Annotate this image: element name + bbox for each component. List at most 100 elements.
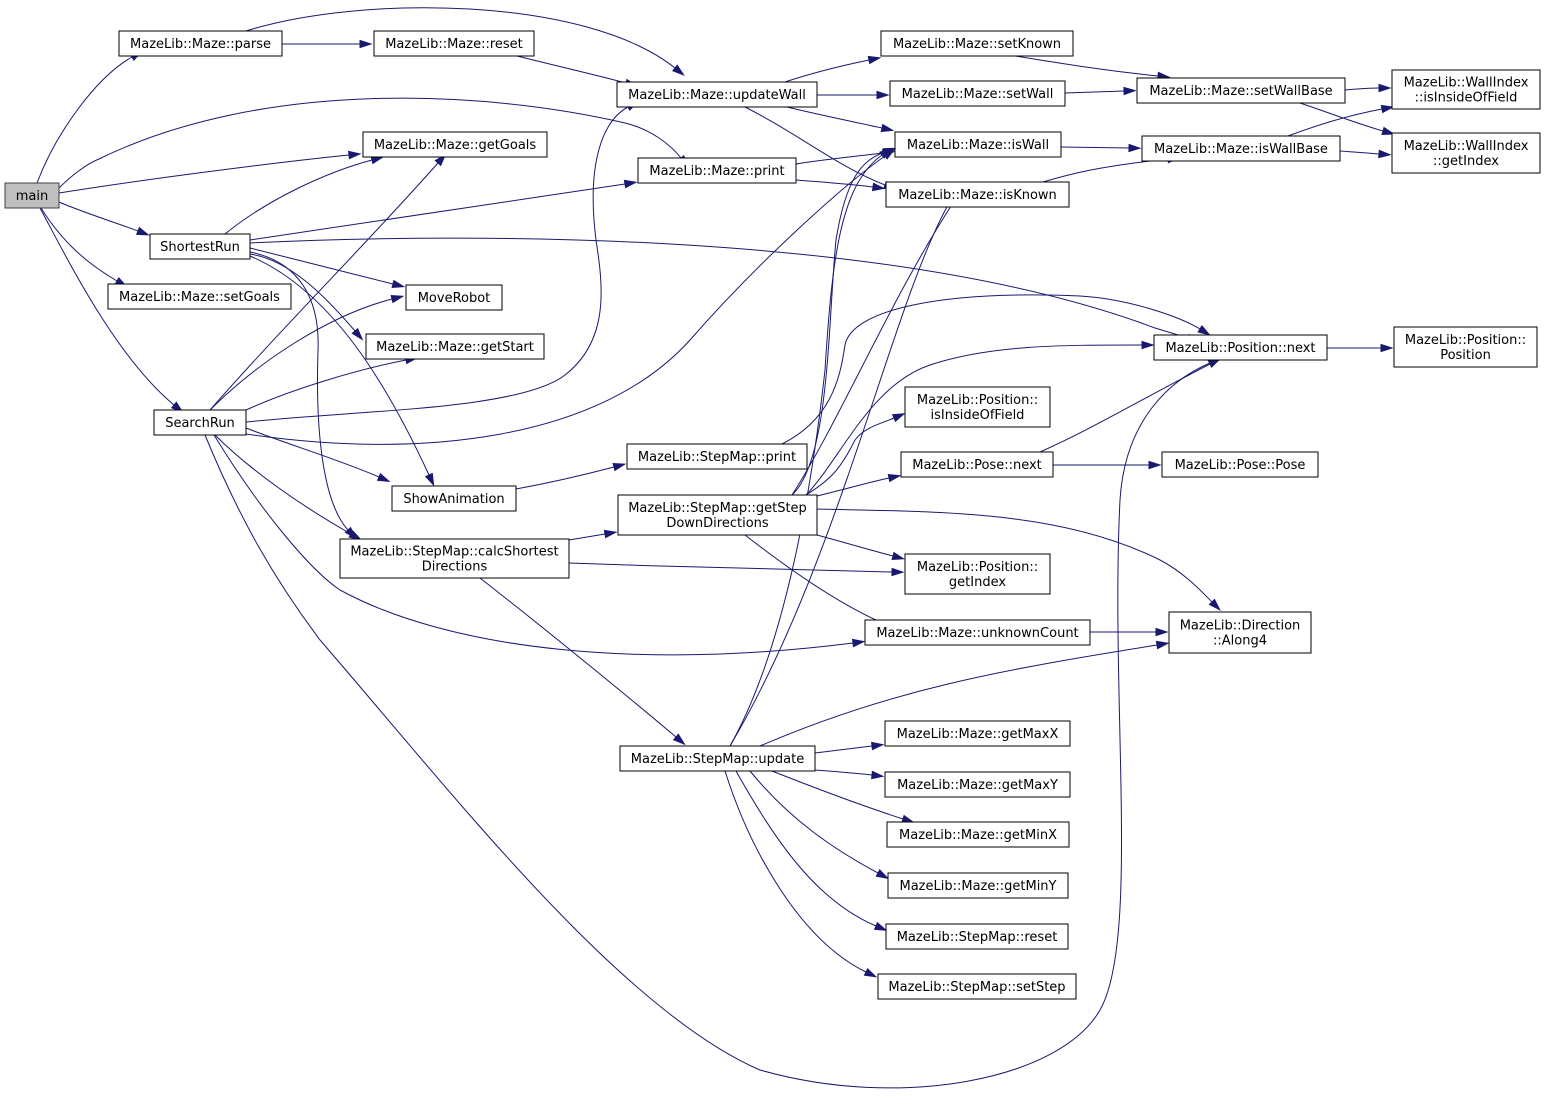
edge-line [249,183,626,241]
node-label: MazeLib::StepMap::setStep [888,980,1065,995]
node-pos_getIndex[interactable]: MazeLib::Position::getIndex [904,553,1051,595]
node-ShortestRun[interactable]: ShortestRun [149,233,251,260]
node-getMaxY[interactable]: MazeLib::Maze::getMaxY [884,771,1071,798]
node-label: MazeLib::StepMap::calcShortest [350,545,558,560]
node-setStep[interactable]: MazeLib::StepMap::setStep [877,973,1077,1000]
edge-getStepDown-to-pose_next [816,473,902,497]
node-label: MazeLib::StepMap::reset [897,930,1058,945]
node-maze_print[interactable]: MazeLib::Maze::print [637,157,797,184]
node-maze_reset[interactable]: MazeLib::Maze::reset [373,30,535,57]
node-getMinX[interactable]: MazeLib::Maze::getMinX [886,821,1070,848]
node-updateWall[interactable]: MazeLib::Maze::updateWall [616,81,818,108]
node-unknownCount[interactable]: MazeLib::Maze::unknownCount [864,619,1091,646]
node-label: MazeLib::StepMap::update [631,752,804,767]
node-pose_next[interactable]: MazeLib::Pose::next [900,451,1054,478]
node-getStart[interactable]: MazeLib::Maze::getStart [365,333,545,360]
edge-line [749,770,879,874]
node-parse[interactable]: MazeLib::Maze::parse [118,30,283,57]
arrowhead-icon [867,55,882,65]
edge-maze_print-to-isWall [795,148,896,165]
node-pos_isInside[interactable]: MazeLib::Position::isInsideOfField [904,386,1051,428]
node-setGoals[interactable]: MazeLib::Maze::setGoals [107,283,292,310]
edge-ShowAnimation-to-stepmap_print [515,462,627,490]
edge-parse-to-updateWall [245,7,685,76]
arrowhead-icon [391,279,406,289]
arrowhead-icon [1123,86,1137,96]
arrowhead-icon [1380,343,1394,353]
node-getMinY[interactable]: MazeLib::Maze::getMinY [887,872,1069,899]
node-pos_ctor[interactable]: MazeLib::Position::Position [1393,326,1538,368]
edge-line [1039,363,1211,453]
arrowhead-icon [880,123,895,133]
edge-line [795,179,874,188]
node-setWall[interactable]: MazeLib::Maze::setWall [889,80,1066,107]
edge-line [58,97,682,189]
node-along4[interactable]: MazeLib::Direction::Along4 [1168,611,1312,654]
node-isKnown[interactable]: MazeLib::Maze::isKnown [885,181,1070,208]
node-label: MazeLib::Pose::Pose [1175,458,1306,473]
arrowhead-icon [390,294,405,304]
node-label: MazeLib::Maze::getMaxX [897,727,1059,742]
arrowhead-icon [891,413,906,423]
edge-getStepDown-to-isWall [791,147,897,496]
node-box [339,538,570,579]
node-stepmap_print[interactable]: MazeLib::StepMap::print [626,443,808,470]
edge-line [249,251,349,531]
arrowhead-icon [359,39,373,49]
node-box [391,485,517,512]
node-main[interactable]: main [4,182,60,209]
node-SearchRun[interactable]: SearchRun [153,409,247,436]
edge-line [805,417,895,496]
node-box [1391,132,1541,174]
edge-pos_next-to-pos_ctor [1327,343,1394,353]
edge-line [245,155,886,445]
edge-getStepDown-to-isKnown [791,192,960,496]
edge-line [724,770,867,973]
edge-updateWall-to-setKnown [784,55,882,83]
edge-ShortestRun-to-getStart [249,253,364,341]
node-box [884,720,1071,747]
node-MoveRobot[interactable]: MoveRobot [405,284,503,311]
node-wi_getIndex[interactable]: MazeLib::WallIndex::getIndex [1391,132,1541,174]
node-stepmap_reset[interactable]: MazeLib::StepMap::reset [885,923,1069,950]
node-pose_ctor[interactable]: MazeLib::Pose::Pose [1161,451,1319,478]
node-label: MazeLib::WallIndex [1404,139,1529,154]
edge-parse-to-maze_reset [282,39,373,49]
node-isWall[interactable]: MazeLib::Maze::isWall [894,131,1062,158]
node-label: Directions [422,560,488,575]
arrowhead-icon [672,733,686,746]
node-setKnown[interactable]: MazeLib::Maze::setKnown [880,30,1074,57]
edge-ShortestRun-to-pos_next [249,237,1201,342]
edge-getStepDown-to-pos_getIndex [816,534,906,561]
edge-setWallBase-to-wi_getIndex [1299,102,1396,136]
node-label: MazeLib::Maze::isWallBase [1154,142,1328,157]
node-box [405,284,503,311]
arrowhead-icon [603,529,618,539]
node-box [880,30,1074,57]
edge-calcShortest-to-stepmap_update [479,577,686,746]
node-box [1136,77,1346,104]
node-getGoals[interactable]: MazeLib::Maze::getGoals [362,131,548,158]
node-box [885,181,1070,208]
edge-main-to-ShortestRun [58,201,150,236]
node-getMaxX[interactable]: MazeLib::Maze::getMaxX [884,720,1071,747]
node-label: MazeLib::Maze::reset [385,37,523,52]
node-label: MazeLib::Maze::setKnown [893,37,1061,52]
edge-SearchRun-to-ShowAnimation [245,427,391,483]
node-label: SearchRun [165,416,235,431]
arrowhead-icon [1381,126,1396,136]
edge-setWallBase-to-wi_isInside [1344,83,1392,93]
node-box [864,619,1091,646]
node-wi_isInside[interactable]: MazeLib::WallIndex::isInsideOfField [1391,69,1541,110]
node-pos_next[interactable]: MazeLib::Position::next [1153,334,1328,361]
edge-line [805,344,1143,496]
node-box [373,30,535,57]
arrowhead-icon [351,327,364,341]
node-setWallBase[interactable]: MazeLib::Maze::setWallBase [1136,77,1346,104]
node-stepmap_update[interactable]: MazeLib::StepMap::update [619,745,816,772]
node-label: MazeLib::Maze::setWall [902,87,1054,102]
node-isWallBase[interactable]: MazeLib::Maze::isWallBase [1141,135,1341,162]
node-ShowAnimation[interactable]: ShowAnimation [391,485,517,512]
